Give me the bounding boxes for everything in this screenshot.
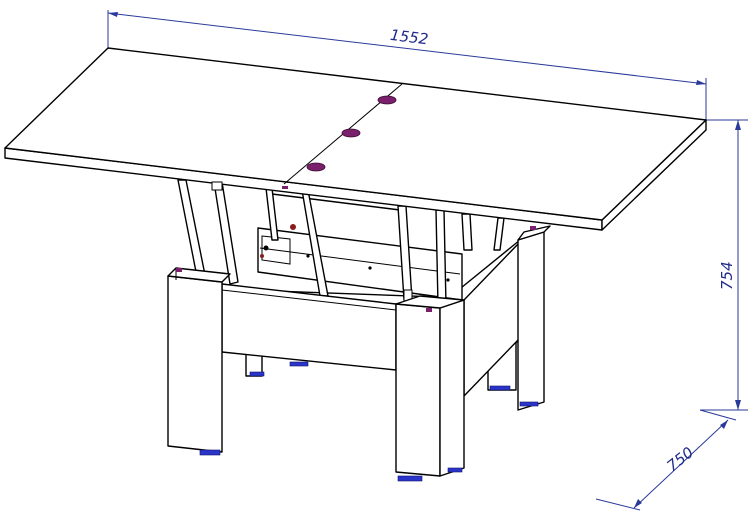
foot-back-left bbox=[249, 371, 265, 377]
table-top bbox=[4, 47, 707, 231]
hinge-mark-2 bbox=[341, 128, 361, 138]
table-base bbox=[167, 186, 551, 477]
hinge-mark-1 bbox=[377, 95, 397, 105]
height-dimension-label: 754 bbox=[718, 261, 736, 290]
foot-front-right bbox=[397, 475, 423, 482]
foot-back-center bbox=[289, 361, 309, 367]
foot-right-side bbox=[447, 467, 463, 473]
foot-back-right bbox=[519, 401, 539, 407]
foot-front-left bbox=[199, 449, 221, 456]
foot-back-inner bbox=[489, 385, 511, 391]
depth-dimension-label: 750 bbox=[663, 443, 697, 475]
feet bbox=[199, 361, 539, 482]
dimension-lines bbox=[107, 10, 748, 511]
hinge-mark-3 bbox=[306, 162, 326, 172]
length-dimension-label: 1552 bbox=[389, 26, 429, 49]
